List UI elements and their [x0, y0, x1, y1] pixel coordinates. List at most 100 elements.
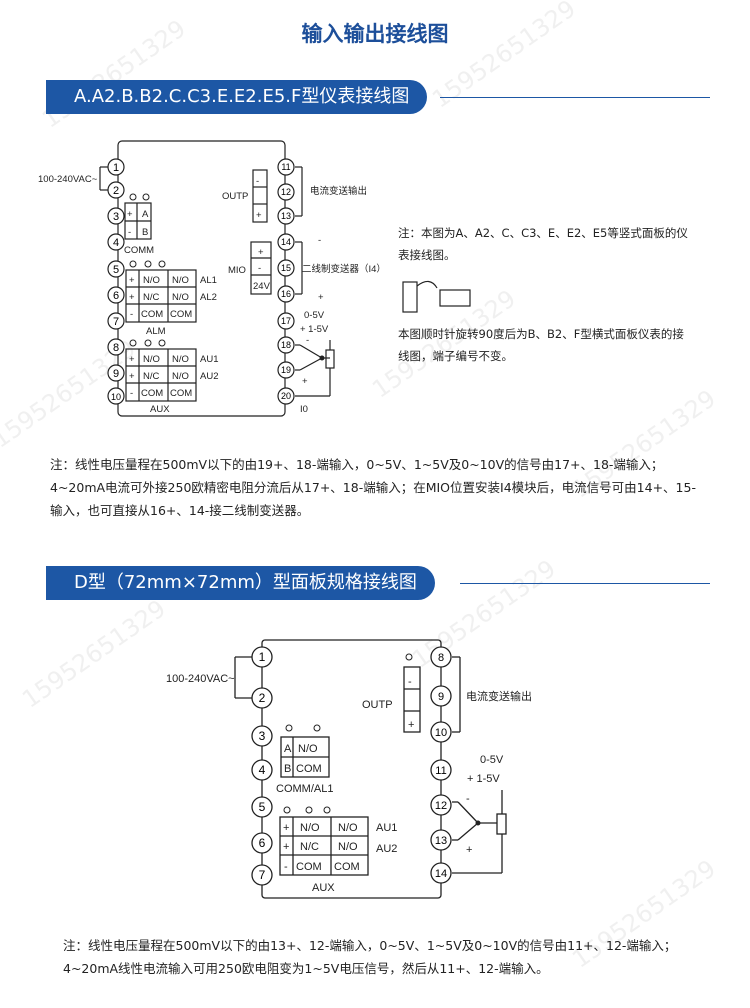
vertical-panel-icon: [402, 281, 418, 313]
page-title: 输入输出接线图: [301, 22, 449, 46]
rotate-arrow-icon: [416, 280, 438, 289]
alm-com-2: COM: [170, 309, 192, 320]
comm-label-a: COMM: [124, 245, 154, 256]
mio-box-a: [250, 241, 272, 295]
v05-label-a: 0-5V: [304, 310, 325, 321]
svg-text:10: 10: [435, 727, 447, 739]
svg-text:13: 13: [435, 835, 447, 847]
terminals-left-d: 1 2 3 4 5 6 7: [251, 646, 273, 886]
terminal-b-label: B: [284, 763, 291, 775]
device-outline-a: [117, 140, 286, 417]
plus-label: +: [129, 354, 135, 365]
alm-nc: N/C: [143, 292, 160, 303]
svg-text:14: 14: [435, 868, 447, 880]
alm-no-3: N/O: [172, 292, 189, 303]
side-note-2: 本图顺时针旋转90度后为B、B2、F型横式面板仪表的接线图，端子编号不变。: [398, 327, 684, 363]
plus-label: +: [302, 376, 308, 387]
aux-no-2: N/O: [172, 354, 189, 365]
minus-label: -: [128, 227, 131, 238]
io-label: I0: [300, 404, 308, 415]
plus-label: +: [408, 719, 414, 731]
svg-text:3: 3: [259, 729, 266, 743]
terminals-left-a: 1 2 3 4 5 6 7 8 9 10: [107, 158, 125, 405]
alm-label: ALM: [146, 326, 166, 337]
comm-label-d: COMM/AL1: [276, 783, 333, 795]
au2-label-d: AU2: [376, 843, 397, 855]
plus-label: +: [256, 210, 262, 221]
plus-label: +: [129, 275, 135, 286]
svg-text:15: 15: [281, 263, 291, 273]
v24-label: 24V: [253, 281, 271, 292]
alm-no-2: N/O: [172, 275, 189, 286]
aux-no-1-d: N/O: [300, 822, 320, 834]
plus-label: +: [318, 292, 324, 303]
minus-label: -: [306, 335, 309, 346]
note-a: 注：线性电压量程在500mV以下的由19+、18-端输入，0~5V、1~5V及0…: [50, 457, 696, 518]
v15-label-a: + 1-5V: [300, 324, 329, 335]
svg-text:8: 8: [113, 342, 119, 354]
aux-com-1: COM: [141, 388, 163, 399]
aux-no-3-d: N/O: [338, 841, 358, 853]
al2-label: AL2: [200, 292, 217, 303]
minus-label: -: [258, 263, 261, 274]
terminal-a-label: A: [284, 743, 292, 755]
aux-no-2-d: N/O: [338, 822, 358, 834]
aux-nc-d: N/C: [300, 841, 319, 853]
alm-no-1: N/O: [143, 275, 160, 286]
svg-text:6: 6: [113, 290, 119, 302]
current-out-label-d: 电流变送输出: [466, 689, 532, 703]
two-wire-label: 二线制变送器（I4）: [302, 263, 386, 275]
aux-no-3: N/O: [172, 371, 189, 382]
svg-text:19: 19: [281, 365, 291, 375]
svg-text:4: 4: [259, 763, 266, 777]
v05-label-d: 0-5V: [480, 754, 504, 766]
svg-text:11: 11: [281, 162, 290, 172]
svg-text:12: 12: [281, 187, 291, 197]
svg-text:5: 5: [113, 264, 119, 276]
horizontal-panel-icon: [439, 289, 471, 307]
aux-no-1: N/O: [143, 354, 160, 365]
svg-text:2: 2: [113, 185, 119, 197]
svg-text:17: 17: [281, 316, 291, 326]
minus-label: -: [130, 388, 133, 399]
svg-text:14: 14: [281, 237, 291, 247]
mio-label: MIO: [228, 265, 246, 276]
power-label-a: 100-240VAC~: [38, 174, 98, 185]
minus-label: -: [318, 235, 321, 246]
terminal-b-label: B: [142, 227, 148, 238]
al1-label: AL1: [200, 275, 217, 286]
svg-text:3: 3: [113, 211, 119, 223]
outp-label-a: OUTP: [222, 191, 248, 202]
aux-label-d: AUX: [312, 882, 335, 894]
aux-box-d: [279, 816, 369, 876]
svg-text:13: 13: [281, 211, 291, 221]
plus-label: +: [127, 209, 133, 220]
v15-label-d: + 1-5V: [467, 773, 500, 785]
outp-box-d: [403, 666, 421, 733]
terminals-right-a: 11 12 13 14 15 16 17 18 19 20: [277, 158, 295, 405]
svg-text:18: 18: [281, 340, 291, 350]
current-out-label-a: 电流变送输出: [310, 185, 367, 197]
aux-com-2-d: COM: [334, 861, 360, 873]
plus-label: +: [466, 844, 472, 856]
aux-nc: N/C: [143, 371, 160, 382]
au2-label: AU2: [200, 371, 218, 382]
side-note-1: 注：本图为A、A2、C、C3、E、E2、E5等竖式面板的仪表接线图。: [398, 226, 688, 262]
minus-label: -: [130, 309, 133, 320]
svg-text:1: 1: [113, 162, 119, 174]
svg-text:2: 2: [259, 691, 266, 705]
minus-label: -: [256, 176, 259, 187]
svg-text:10: 10: [111, 392, 121, 402]
comm-com: COM: [296, 763, 322, 775]
plus-label: +: [283, 841, 289, 853]
terminal-a-label: A: [142, 209, 149, 220]
svg-text:5: 5: [259, 800, 266, 814]
aux-box-a: [125, 348, 197, 402]
svg-text:9: 9: [113, 368, 119, 380]
comm-no: N/O: [298, 743, 318, 755]
section-d-banner: D型（72mm×72mm）型面板规格接线图: [46, 566, 435, 600]
plus-label: +: [258, 247, 264, 258]
plus-label: +: [283, 822, 289, 834]
svg-text:1: 1: [259, 650, 266, 664]
terminals-right-d: 8 9 10 11 12 13 14: [430, 646, 452, 884]
